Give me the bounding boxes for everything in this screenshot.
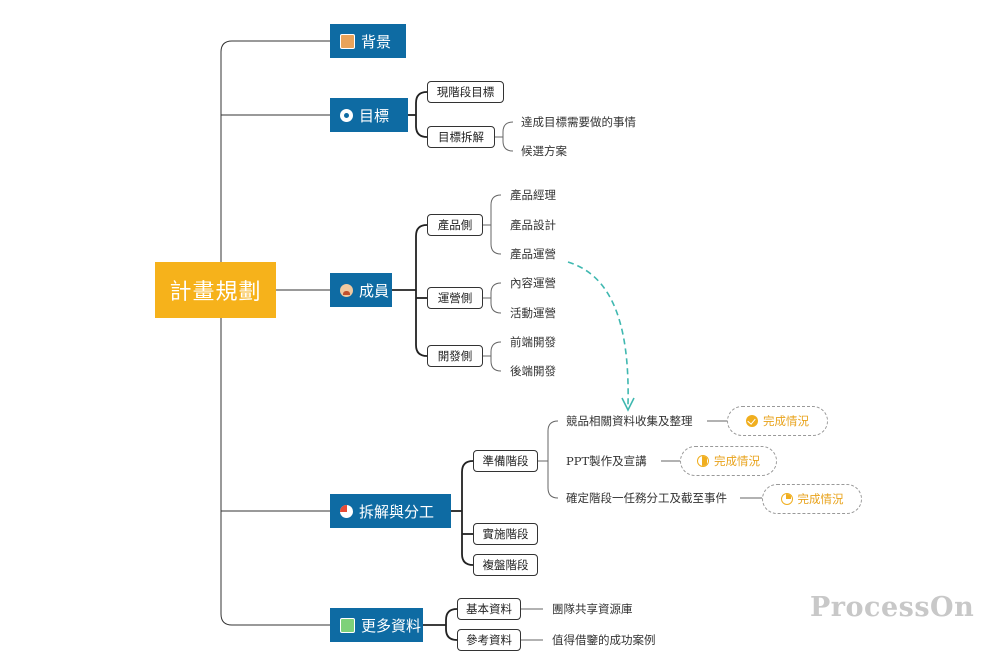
subtopic-goal-breakdown[interactable]: 目標拆解 xyxy=(427,126,495,148)
leaf-item[interactable]: 候選方案 xyxy=(521,144,567,158)
leaf-item[interactable]: 產品運營 xyxy=(510,247,556,261)
leaf-item[interactable]: 活動運營 xyxy=(510,306,556,320)
branch-breakdown-division[interactable]: 拆解與分工 xyxy=(330,494,451,528)
subtopic-prep-stage[interactable]: 準備階段 xyxy=(473,450,538,472)
leaf-item[interactable]: 團隊共享資源庫 xyxy=(552,602,633,616)
subtopic-operation[interactable]: 運營側 xyxy=(427,287,483,309)
leaf-item[interactable]: 後端開發 xyxy=(510,364,556,378)
subtopic-current-stage[interactable]: 現階段目標 xyxy=(427,81,504,103)
subtopic-dev[interactable]: 開發側 xyxy=(427,345,483,367)
person-icon xyxy=(340,283,353,297)
subtopic-basic-info[interactable]: 基本資料 xyxy=(457,598,521,620)
leaf-item[interactable]: 達成目標需要做的事情 xyxy=(521,115,636,129)
branch-members[interactable]: 成員 xyxy=(330,273,392,307)
leaf-item[interactable]: 前端開發 xyxy=(510,335,556,349)
quarter-progress-icon xyxy=(780,493,793,505)
leaf-item[interactable]: 產品經理 xyxy=(510,188,556,202)
relation-arrow xyxy=(567,261,629,406)
subtopic-product[interactable]: 產品側 xyxy=(427,214,483,236)
task-item[interactable]: 競品相關資料收集及整理 xyxy=(566,414,693,428)
package-icon xyxy=(340,33,355,49)
watermark: ProcessOn xyxy=(810,592,975,623)
leaf-item[interactable]: 值得借鑒的成功案例 xyxy=(552,633,656,647)
notebook-icon xyxy=(340,617,355,633)
task-item[interactable]: PPT製作及宣講 xyxy=(566,454,647,468)
status-badge[interactable]: 完成情況 xyxy=(727,406,828,436)
check-circle-icon xyxy=(746,415,758,427)
leaf-item[interactable]: 內容運營 xyxy=(510,276,556,290)
branch-goal[interactable]: 目標 xyxy=(330,98,408,132)
half-progress-icon xyxy=(697,455,709,467)
status-badge[interactable]: 完成情況 xyxy=(762,484,862,514)
branch-background[interactable]: 背景 xyxy=(330,24,406,58)
subtopic-review-stage[interactable]: 複盤階段 xyxy=(473,554,538,576)
root-topic[interactable]: 計畫規劃 xyxy=(155,262,276,318)
status-badge[interactable]: 完成情況 xyxy=(680,446,777,476)
subtopic-reference-info[interactable]: 參考資料 xyxy=(457,629,521,651)
leaf-item[interactable]: 產品設計 xyxy=(510,218,556,232)
pie-chart-icon xyxy=(340,504,353,518)
task-item[interactable]: 確定階段一任務分工及截至事件 xyxy=(566,491,727,505)
target-icon xyxy=(340,108,353,122)
branch-more-info[interactable]: 更多資料 xyxy=(330,608,423,642)
subtopic-implement-stage[interactable]: 實施階段 xyxy=(473,523,538,545)
